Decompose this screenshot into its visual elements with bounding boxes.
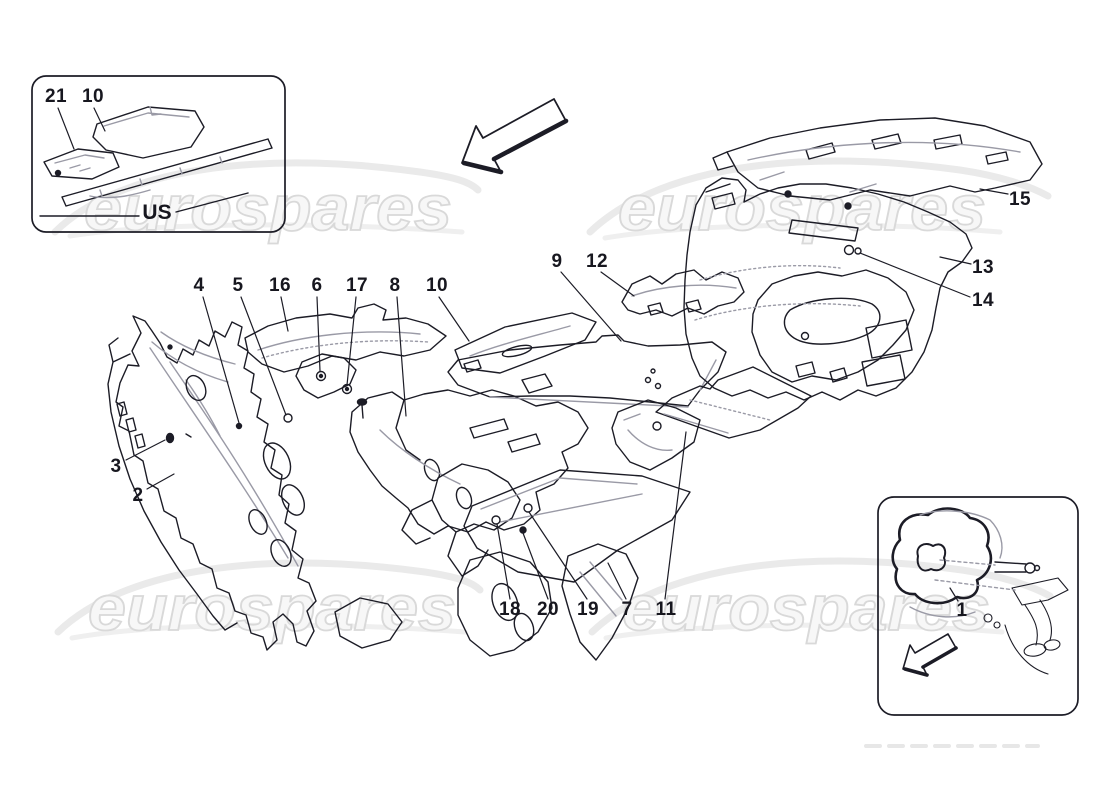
us-inset-box bbox=[31, 75, 286, 233]
watermark-text: eurospares bbox=[618, 172, 986, 244]
leader-lines bbox=[57, 107, 1009, 602]
rear-floor-diamond bbox=[655, 366, 812, 439]
part-label-17: 17 bbox=[346, 275, 368, 296]
flat-sheet-7 bbox=[463, 469, 691, 583]
us-sill-piece bbox=[61, 138, 273, 207]
pedal-bracket bbox=[1011, 577, 1069, 606]
scrap-piece bbox=[334, 597, 403, 649]
part-label-4: 4 bbox=[193, 275, 205, 296]
crossmember-piece-12 bbox=[621, 269, 745, 317]
part-label-20: 20 bbox=[537, 599, 559, 620]
part-label-13: 13 bbox=[972, 257, 994, 278]
part-label-10: 10 bbox=[426, 275, 448, 296]
us-floor-mat-21 bbox=[43, 148, 120, 180]
part-label-11: 11 bbox=[655, 599, 677, 620]
watermark-text: eurospares bbox=[622, 572, 990, 644]
part-label-14: 14 bbox=[972, 290, 994, 311]
tongue-piece bbox=[561, 543, 639, 661]
part-label-19: 19 bbox=[577, 599, 599, 620]
part-label-2: 2 bbox=[132, 485, 144, 506]
firewall-back-panel bbox=[107, 337, 238, 631]
firewall-panels bbox=[107, 315, 317, 651]
part-label-7: 7 bbox=[621, 599, 633, 620]
part-label-3: 3 bbox=[110, 456, 122, 477]
part-label-5: 5 bbox=[232, 275, 244, 296]
rear-floor-piece-11 bbox=[611, 399, 701, 471]
rear-seat-panel bbox=[751, 269, 915, 383]
master-cylinder bbox=[994, 561, 1027, 573]
us-inset-caption: US bbox=[142, 201, 172, 224]
us-inset-label-21: 21 bbox=[45, 86, 67, 107]
watermark-text: eurospares bbox=[84, 172, 452, 244]
pedal-arms bbox=[1004, 599, 1053, 675]
small-direction-arrow bbox=[902, 633, 958, 677]
part-label-12: 12 bbox=[586, 251, 608, 272]
firewall-outline bbox=[115, 315, 317, 651]
parcel-shelf-panel-15 bbox=[712, 117, 1043, 201]
pedal-insulation-panel-1 bbox=[891, 507, 993, 605]
watermark-text: eurospares bbox=[88, 572, 456, 644]
part-label-16: 16 bbox=[269, 275, 291, 296]
us-inset-label-10: 10 bbox=[82, 86, 104, 107]
fastener-markers bbox=[165, 244, 862, 534]
part-label-9: 9 bbox=[551, 251, 563, 272]
part-label-18: 18 bbox=[499, 599, 521, 620]
part-label-6: 6 bbox=[311, 275, 323, 296]
part-label-8: 8 bbox=[389, 275, 401, 296]
part-label-15: 15 bbox=[1009, 189, 1031, 210]
tunnel-top-panel-16 bbox=[244, 303, 447, 399]
tunnel-side-panel-8 bbox=[334, 389, 589, 657]
part-label-1: 1 bbox=[956, 600, 968, 621]
floor-slab-9 bbox=[447, 334, 727, 407]
floor-mat-10 bbox=[454, 312, 597, 374]
big-direction-arrow bbox=[461, 98, 569, 175]
us-floor-mat-10 bbox=[92, 106, 205, 159]
pedal-inset-box bbox=[877, 496, 1079, 716]
lower-cluster bbox=[401, 463, 521, 577]
